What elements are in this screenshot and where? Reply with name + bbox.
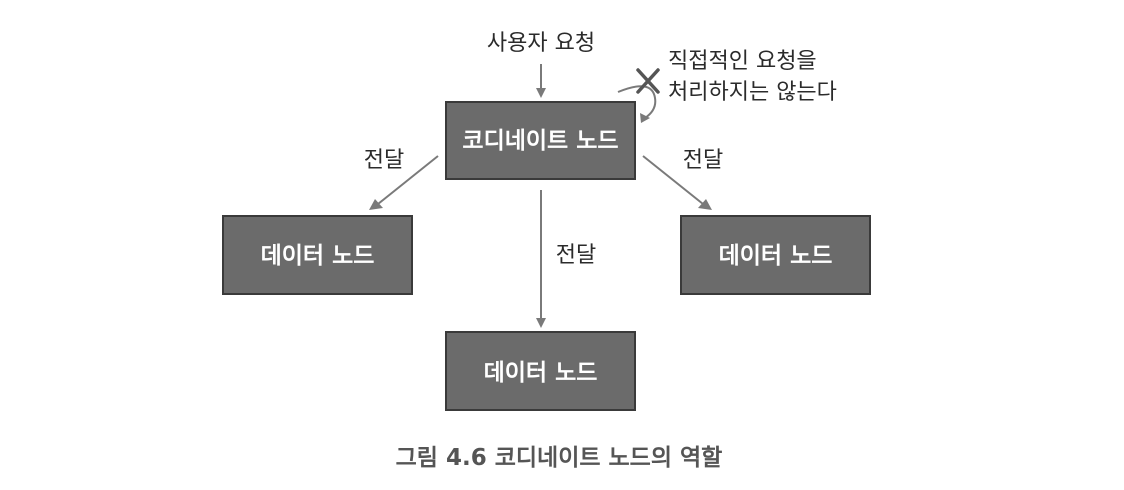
forward-label-right: 전달: [683, 148, 723, 173]
cross-icon: [636, 68, 660, 94]
coordinating-node-label: 코디네이트 노드: [462, 128, 618, 154]
data-node-left-label: 데이터 노드: [261, 243, 375, 269]
figure-caption: 그림 4.6 코디네이트 노드의 역할: [396, 445, 723, 471]
no-direct-request-label-line1: 직접적인 요청을: [668, 49, 817, 74]
data-node-bottom: 데이터 노드: [445, 331, 636, 411]
user-request-arrow: [536, 64, 546, 98]
user-request-label: 사용자 요청: [487, 31, 595, 56]
forward-label-left: 전달: [364, 148, 404, 173]
forward-arrow-right: [642, 155, 712, 210]
data-node-right-label: 데이터 노드: [719, 243, 833, 269]
forward-arrow-left: [369, 155, 439, 210]
forward-arrow-center: [536, 190, 546, 328]
coordinating-node: 코디네이트 노드: [445, 101, 636, 180]
data-node-bottom-label: 데이터 노드: [484, 360, 598, 386]
forward-label-center: 전달: [556, 243, 596, 268]
rejected-request-arrow: [617, 85, 657, 123]
data-node-left: 데이터 노드: [222, 215, 413, 295]
data-node-right: 데이터 노드: [680, 215, 871, 295]
no-direct-request-label-line2: 처리하지는 않는다: [668, 80, 837, 105]
